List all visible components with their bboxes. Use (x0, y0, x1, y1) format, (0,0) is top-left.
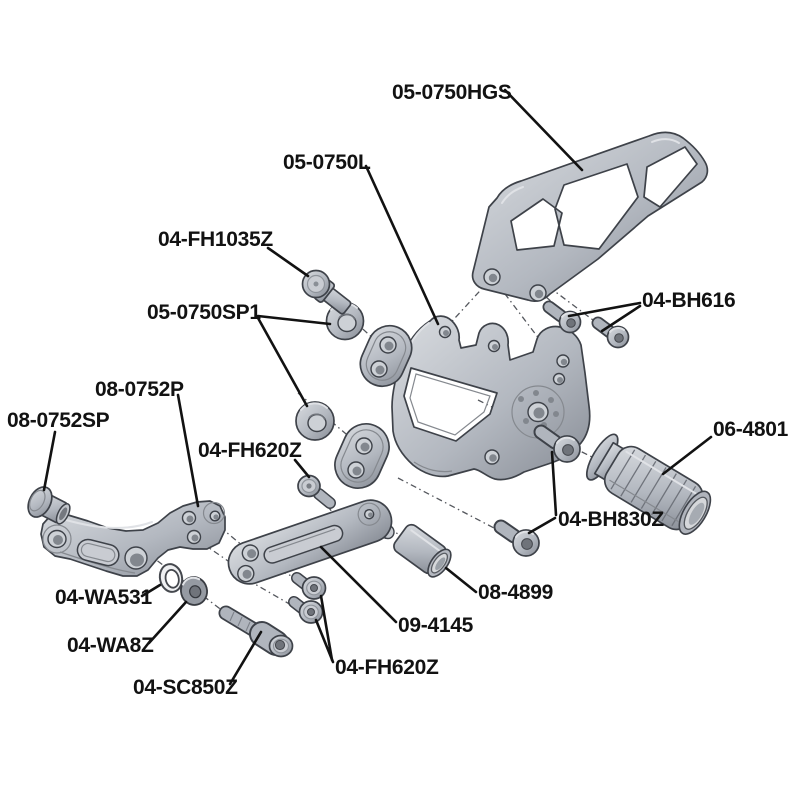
label-heel-guard: 05-0750HGS (392, 81, 512, 104)
label-shoulder-bolt: 04-FH1035Z (158, 228, 273, 251)
shift-lever-part (40, 500, 226, 577)
flathead-screw-upper (297, 474, 336, 509)
label-main-bracket: 05-0750L (283, 151, 371, 174)
wave-washer-part (158, 563, 184, 593)
label-wave-washer: 04-WA531 (55, 586, 152, 609)
label-shift-lever: 08-0752P (95, 378, 184, 401)
label-flat-washer: 04-WA8Z (67, 634, 154, 657)
button-bolt-616-a (542, 300, 582, 334)
label-lever-bushing: 08-0752SP (7, 409, 110, 432)
label-spacer-tube: 08-4899 (478, 581, 553, 604)
button-bolt-830-lower (493, 519, 540, 557)
cap-screw-part (218, 605, 294, 658)
link-bar-part (227, 499, 395, 585)
bracket-upper-pad (359, 324, 413, 388)
shoulder-bolt-part (301, 269, 352, 315)
spacer-upper (325, 301, 365, 341)
spacer-lower (295, 401, 335, 441)
lever-bushing-part (27, 486, 71, 525)
label-link-bar: 09-4145 (398, 614, 473, 637)
label-footpeg-grip: 06-4801 (713, 418, 788, 441)
label-flathead-upper: 04-FH620Z (198, 439, 302, 462)
label-spacers: 05-0750SP1 (147, 301, 261, 324)
spacer-tube-part (393, 523, 452, 578)
flat-washer-part (180, 576, 208, 606)
label-leader-lines (42, 88, 713, 686)
bracket-lower-pad (334, 423, 390, 489)
button-bolt-616-b (591, 316, 630, 349)
label-button-bolts-616: 04-BH616 (642, 289, 736, 312)
label-cap-screw: 04-SC850Z (133, 676, 238, 699)
heel-guard-part (471, 131, 709, 303)
flathead-screw-lower-b (288, 596, 324, 624)
flathead-screw-lower-a (291, 572, 327, 600)
label-button-bolts-830: 04-BH830Z (558, 508, 664, 531)
label-flathead-lower: 04-FH620Z (335, 656, 439, 679)
button-bolt-830-upper (533, 424, 581, 463)
